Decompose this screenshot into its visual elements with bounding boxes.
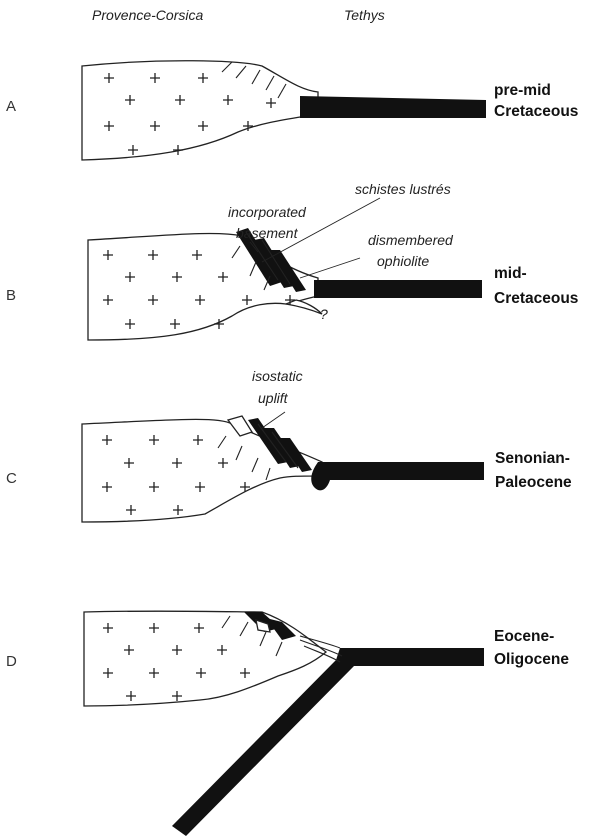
panel-a-age-line2: Cretaceous bbox=[494, 103, 578, 120]
header-tethys: Tethys bbox=[344, 7, 385, 23]
panel-b-label-dismembered: dismembered bbox=[368, 232, 454, 248]
panel-b-letter: B bbox=[6, 287, 16, 304]
panel-c-leader-uplift bbox=[262, 412, 285, 428]
panel-d: D Eocene- Oligocene bbox=[6, 611, 569, 836]
panel-b-label-incorporated: incorporated bbox=[228, 204, 307, 220]
panel-c-label-isostatic: isostatic bbox=[252, 368, 303, 384]
panel-a-continental-crust bbox=[82, 61, 318, 160]
panel-b: B schistes lustrés incorporated basement… bbox=[6, 181, 578, 340]
panel-c-label-uplift: uplift bbox=[258, 390, 289, 406]
panel-c-age-line1: Senonian- bbox=[495, 450, 570, 467]
panel-b-oceanic-lithosphere bbox=[314, 280, 482, 298]
panel-b-underthrust-tip bbox=[286, 300, 322, 314]
panel-a-age-line1: pre-mid bbox=[494, 82, 551, 99]
panel-a-letter: A bbox=[6, 98, 16, 115]
panel-b-question-mark: ? bbox=[320, 306, 328, 322]
panel-a: A pre-mid Cretaceous bbox=[6, 61, 578, 160]
panel-c-continental-crust bbox=[82, 419, 322, 522]
panel-b-label-basement: basement bbox=[236, 225, 299, 241]
panel-d-age-line1: Eocene- bbox=[494, 628, 554, 645]
header-provence-corsica: Provence-Corsica bbox=[92, 7, 203, 23]
panel-d-continental-crust bbox=[84, 611, 326, 706]
panel-c-letter: C bbox=[6, 470, 17, 487]
panel-b-leader-ophiolite bbox=[300, 258, 360, 278]
panel-b-age-line1: mid- bbox=[494, 265, 527, 282]
panel-b-label-ophiolite: ophiolite bbox=[377, 253, 429, 269]
panel-d-age-line2: Oligocene bbox=[494, 651, 569, 668]
panel-c: C isostatic uplift Senonian- Paleocene bbox=[6, 368, 572, 522]
panel-c-age-line2: Paleocene bbox=[495, 474, 572, 491]
panel-b-age-line2: Cretaceous bbox=[494, 290, 578, 307]
panel-a-oceanic-lithosphere bbox=[300, 96, 486, 118]
panel-b-label-schistes-lustres: schistes lustrés bbox=[355, 181, 451, 197]
panel-c-oceanic-lithosphere bbox=[311, 462, 484, 490]
panel-d-letter: D bbox=[6, 653, 17, 670]
